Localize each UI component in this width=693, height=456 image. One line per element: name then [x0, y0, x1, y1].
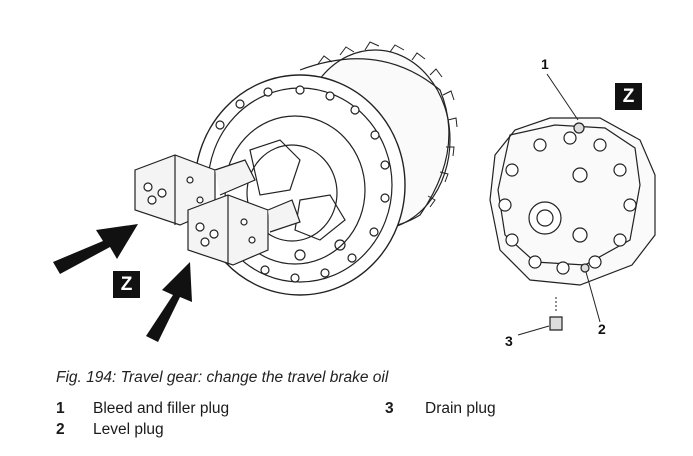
legend-number: 2: [56, 421, 65, 438]
callout-1: 1: [541, 56, 549, 72]
callout-2: 2: [598, 321, 606, 337]
callout-3: 3: [505, 333, 513, 349]
legend-label: Drain plug: [425, 400, 496, 417]
view-z-badge-left: Z: [113, 271, 140, 298]
bleed-filler-plug: [573, 122, 585, 134]
legend-number: 1: [56, 400, 65, 417]
travel-gear-illustration: [53, 41, 656, 342]
level-plug: [580, 263, 590, 273]
legend-label: Level plug: [93, 421, 164, 438]
legend-label: Bleed and filler plug: [93, 400, 230, 417]
brake-valve-block-lower: [187, 194, 301, 266]
view-arrow-upper: [53, 224, 138, 274]
view-z-badge-top: Z: [615, 83, 642, 110]
drain-plug: [549, 316, 563, 331]
figure-caption: Fig. 194: Travel gear: change the travel…: [56, 369, 389, 386]
legend-number: 3: [385, 400, 394, 417]
view-arrow-lower: [146, 262, 192, 342]
travel-gear-view-z: [489, 73, 656, 336]
